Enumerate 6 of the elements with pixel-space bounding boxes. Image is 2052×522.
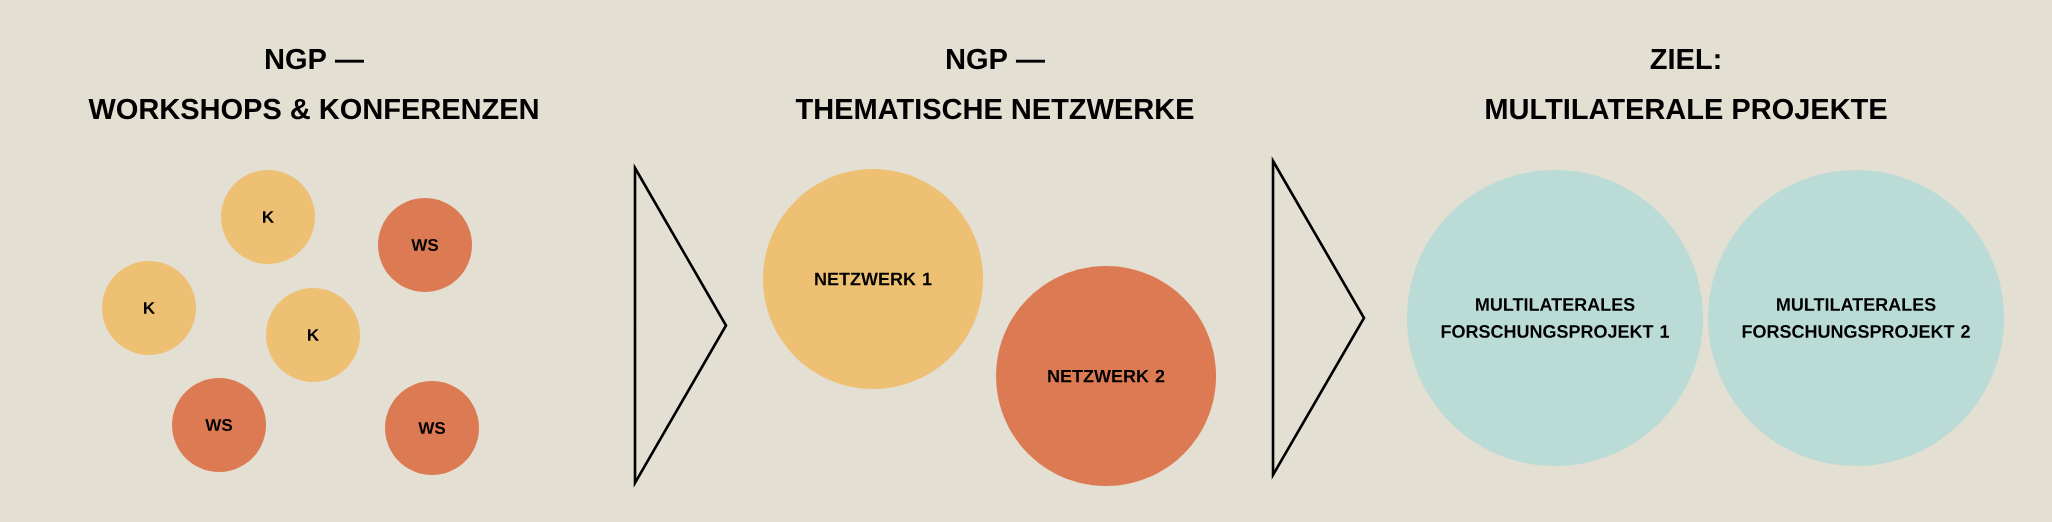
heading: NGP — (947, 48, 1045, 70)
heading: THEMATISCHE NETZWERKE (795, 98, 1194, 120)
heading: ZIEL: (1650, 49, 1720, 69)
heading: WORKSHOPS & KONFERENZEN (88, 98, 538, 120)
heading: NGP — (266, 48, 364, 70)
heading: MULTILATERALE PROJEKTE (1486, 98, 1887, 120)
